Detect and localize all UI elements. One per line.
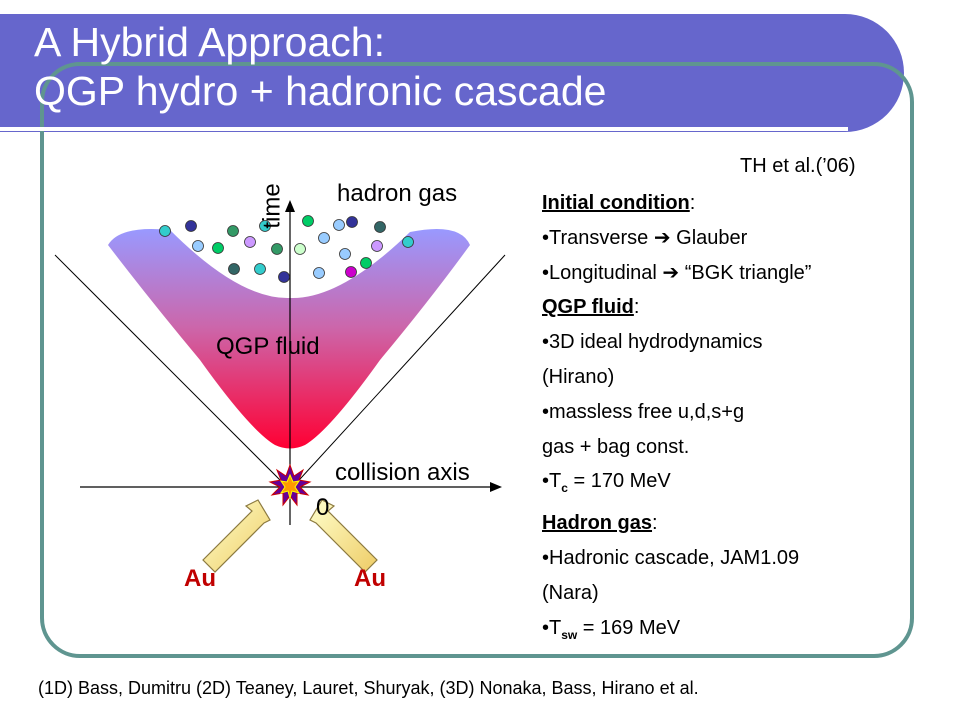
time-axis-arrowhead [285, 200, 295, 212]
hadron-particle [339, 248, 351, 260]
hadron-particle [254, 263, 266, 275]
qgp-fluid-region [108, 228, 470, 449]
hadron-particle [402, 236, 414, 248]
hadron-gas-label: hadron gas [337, 180, 458, 207]
note-switching-temperature: •Tsw = 169 MeV [542, 616, 681, 642]
title-line-2: QGP hydro + hadronic cascade [34, 68, 607, 114]
right-nucleus-label: Au [354, 565, 386, 592]
hadron-particle [227, 225, 239, 237]
hadron-particle [294, 243, 306, 255]
hadron-particle [371, 240, 383, 252]
collision-axis-label: collision axis [335, 459, 470, 486]
hadron-gas-heading: Hadron gas: [542, 512, 658, 535]
left-nucleus-arrow [202, 499, 271, 573]
note-longitudinal: •Longitudinal ➔ “BGK triangle” [542, 261, 812, 284]
hadron-particle [185, 220, 197, 232]
slide-title: A Hybrid Approach: QGP hydro + hadronic … [34, 18, 606, 116]
footer-references: (1D) Bass, Dumitru (2D) Teaney, Lauret, … [38, 678, 699, 698]
note-critical-temperature: •Tc = 170 MeV [542, 470, 671, 496]
hadron-particles [159, 215, 414, 283]
model-notes: Initial condition: •Transverse ➔ Glauber… [542, 186, 811, 652]
origin-label: 0 [316, 494, 330, 521]
hadron-particle [212, 242, 224, 254]
hadron-particle [228, 263, 240, 275]
hadron-particle [259, 220, 271, 232]
hadron-particle [333, 219, 345, 231]
hadron-particle [345, 266, 357, 278]
hadron-particle [244, 236, 256, 248]
note-hydro-author: (Hirano) [542, 365, 615, 388]
title-underline [0, 127, 848, 131]
hadron-particle [346, 216, 358, 228]
note-bag-const: gas + bag const. [542, 435, 690, 458]
left-nucleus-label: Au [184, 565, 216, 592]
hadron-particle [159, 225, 171, 237]
qgp-fluid-heading: QGP fluid: [542, 296, 640, 319]
qgp-fluid-label: QGP fluid [216, 333, 320, 360]
hadron-particle [374, 221, 386, 233]
note-cascade: •Hadronic cascade, JAM1.09 [542, 546, 800, 569]
collision-axis-arrowhead [490, 482, 502, 492]
title-banner [0, 14, 904, 132]
hadron-particle [302, 215, 314, 227]
light-cone-right [289, 254, 506, 491]
hadron-particle [318, 232, 330, 244]
title-line-1: A Hybrid Approach: [34, 19, 385, 65]
hadron-particle [313, 267, 325, 279]
note-hydrodynamics: •3D ideal hydrodynamics [542, 331, 763, 354]
hadron-particle [271, 243, 283, 255]
light-cone-left [54, 254, 291, 491]
right-nucleus-arrow [309, 499, 378, 573]
note-transverse: •Transverse ➔ Glauber [542, 226, 748, 249]
hadron-particle [278, 271, 290, 283]
hadron-particle [192, 240, 204, 252]
note-cascade-author: (Nara) [542, 581, 599, 604]
slide-frame [40, 62, 914, 658]
reference-citation: TH et al.(’06) [740, 155, 856, 177]
time-axis-label: time [258, 183, 286, 229]
note-massless: •massless free u,d,s+g [542, 400, 745, 423]
hadron-particle [360, 257, 372, 269]
collision-star-core [279, 473, 301, 500]
initial-condition-heading: Initial condition: [542, 192, 696, 214]
